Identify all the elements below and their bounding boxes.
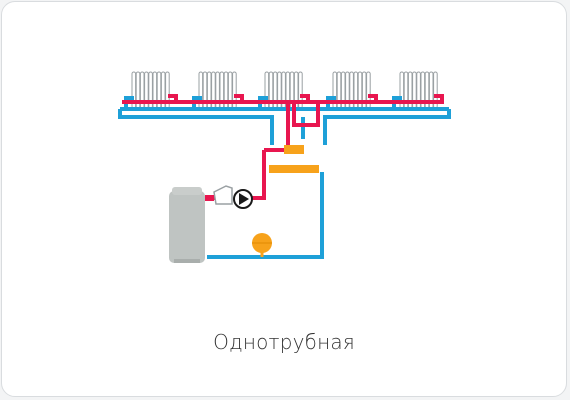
filter-icon xyxy=(205,185,233,205)
supply-to-pump xyxy=(247,150,266,200)
expansion-tank-icon xyxy=(252,233,272,257)
return-left-branch xyxy=(118,109,274,145)
radiator-icon xyxy=(399,71,438,109)
radiator-icon xyxy=(264,71,303,109)
heating-scheme-diagram xyxy=(118,71,451,263)
return-right-branch xyxy=(323,109,451,145)
supply-pipes xyxy=(122,94,444,200)
radiator-icon xyxy=(332,71,371,109)
supply-riser-loop xyxy=(292,102,320,127)
return-to-boiler xyxy=(207,172,324,259)
radiator-icon xyxy=(131,71,170,109)
pump-icon xyxy=(233,189,253,209)
lower-manifold xyxy=(269,165,319,173)
boiler-icon xyxy=(169,187,205,263)
upper-manifold xyxy=(284,145,304,154)
scheme-caption: Однотрубная xyxy=(213,330,355,354)
radiators xyxy=(131,71,438,109)
return-pipes xyxy=(118,96,451,259)
